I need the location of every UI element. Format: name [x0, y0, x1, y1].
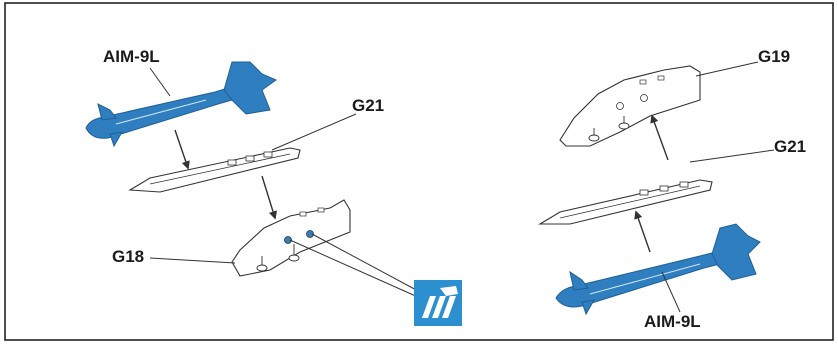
leader-aim9l-left — [150, 68, 170, 96]
pylon-left — [232, 200, 350, 276]
leader-g21-right — [690, 150, 774, 162]
decal-icon — [414, 280, 462, 326]
label-g21-left: G21 — [352, 96, 384, 115]
arrow-rail-to-pylon-right — [652, 116, 668, 160]
label-g18: G18 — [112, 247, 144, 266]
leader-g18 — [150, 258, 235, 263]
leader-decal-b — [312, 234, 420, 292]
label-aim9l-right: AIM-9L — [644, 312, 701, 331]
leader-g21-left — [272, 114, 356, 150]
missile-right — [556, 224, 760, 314]
arrow-missile-to-rail-right — [636, 212, 650, 252]
label-g19: G19 — [758, 47, 790, 66]
rail-right — [540, 180, 712, 224]
leader-g19 — [696, 62, 758, 76]
arrow-rail-to-pylon-left — [262, 176, 275, 218]
leader-decal-a — [290, 240, 420, 298]
arrow-missile-to-rail-left — [175, 130, 188, 168]
pylon-right — [560, 66, 700, 146]
label-aim9l-left: AIM-9L — [103, 47, 160, 66]
rail-left — [130, 148, 300, 192]
label-g21-right: G21 — [774, 137, 806, 156]
missile-left — [86, 62, 276, 146]
